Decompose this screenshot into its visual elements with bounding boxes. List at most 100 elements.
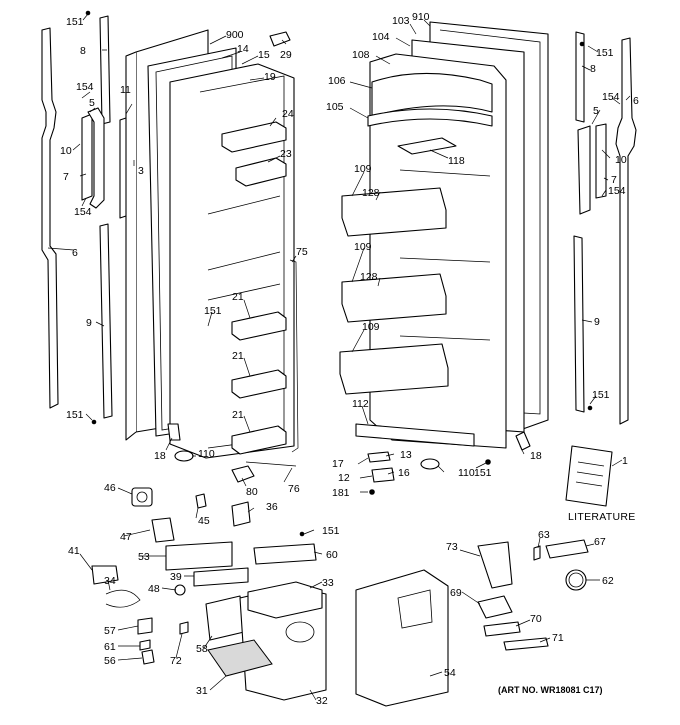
callout-label: 19	[264, 71, 276, 83]
bracket-60	[253, 543, 317, 565]
callout-label: 72	[170, 655, 182, 667]
left-trim-strip-lower	[99, 223, 113, 419]
right-cabinet-trim-strip	[615, 37, 637, 425]
left-handle-bracket	[81, 113, 93, 201]
callout-label: 56	[104, 655, 116, 667]
callout-label: 105	[326, 101, 344, 113]
callout-label: 70	[530, 613, 542, 625]
chute-73	[477, 541, 513, 589]
callout-label: 181	[332, 487, 350, 499]
screw-151-top-right	[579, 41, 585, 47]
callout-label: 54	[444, 667, 456, 679]
clip-13	[367, 451, 391, 463]
shelf-118	[397, 137, 457, 155]
callout-label: 61	[104, 641, 116, 653]
callout-label: 128	[360, 271, 378, 283]
door-cam-110-left	[174, 450, 194, 462]
knob-56	[141, 649, 155, 665]
callout-label: 8	[590, 63, 596, 75]
callout-label: 10	[615, 154, 627, 166]
lever-71	[503, 637, 549, 651]
switch-46	[131, 487, 153, 507]
door-flap-69	[477, 595, 513, 619]
dispenser-parts-group	[91, 487, 327, 701]
screw-151-top-left	[85, 10, 91, 16]
dairy-compartment-106	[371, 72, 493, 117]
callout-label: 154	[76, 81, 94, 93]
callout-label: 8	[80, 45, 86, 57]
callout-label: 48	[148, 583, 160, 595]
callout-label: 21	[232, 350, 244, 362]
callout-label: 36	[266, 501, 278, 513]
callout-label: 109	[354, 241, 372, 253]
freezer-shelf-21-lower	[231, 425, 287, 455]
clip-45	[195, 493, 207, 509]
clip-72	[179, 621, 189, 635]
callout-label: 110	[198, 448, 215, 460]
fresh-food-door-stop-18	[515, 431, 531, 451]
freezer-shelf-21-upper	[231, 311, 287, 341]
left-handle	[87, 107, 105, 209]
bulb-48	[174, 584, 186, 596]
spring-63	[533, 545, 541, 561]
screw-181	[369, 489, 375, 495]
callout-label: 112	[352, 398, 369, 410]
literature-booklet: LITERATURE	[565, 445, 636, 523]
hinge-16	[371, 467, 395, 483]
door-bin-109-middle	[341, 273, 447, 323]
right-door-trim-group	[573, 31, 637, 425]
callout-label: 151	[596, 47, 614, 59]
callout-label: 46	[104, 482, 116, 494]
callout-label: 15	[258, 49, 270, 61]
door-bin-109-upper	[341, 187, 447, 237]
callout-label: 6	[72, 247, 78, 259]
right-handle-bracket	[595, 123, 607, 199]
callout-label: 32	[316, 695, 328, 707]
wire-harness-34	[105, 589, 141, 608]
callout-label: 151	[474, 467, 492, 479]
door-cam-110-right	[420, 458, 440, 470]
callout-label: 151	[66, 16, 84, 28]
callout-label: 10	[60, 145, 72, 157]
literature-icon	[565, 445, 613, 507]
linkage-70	[483, 621, 521, 637]
callout-label: 12	[338, 472, 350, 484]
drip-tray-31	[207, 639, 273, 677]
callout-label: 128	[362, 187, 380, 199]
callout-label: 110	[458, 467, 475, 479]
wire-76	[245, 461, 297, 467]
spring-61	[139, 639, 151, 651]
callout-label: 151	[66, 409, 84, 421]
actuator-36	[231, 501, 251, 527]
freezer-shelf-24	[221, 121, 287, 153]
callout-label: 108	[352, 49, 370, 61]
callout-label: 18	[154, 450, 166, 462]
callout-label: 24	[282, 108, 294, 120]
callout-label: 71	[552, 632, 564, 644]
callout-label: 63	[538, 529, 550, 541]
cover-58	[205, 595, 245, 641]
callout-label: 5	[593, 105, 599, 117]
callout-label: 154	[74, 206, 92, 218]
callout-label: 18	[530, 450, 542, 462]
callout-label: 11	[120, 84, 131, 96]
left-trim-strip-upper	[99, 15, 111, 125]
callout-label: 57	[104, 625, 116, 637]
ice-dispenser-parts-group	[355, 539, 589, 707]
screw-151-bottom-left	[91, 419, 97, 425]
literature-label: LITERATURE	[568, 511, 636, 523]
right-trim-strip-lower	[573, 235, 585, 413]
callout-label: 21	[232, 409, 244, 421]
callout-label: 73	[446, 541, 458, 553]
callout-label: 62	[602, 575, 614, 587]
callout-label: 34	[104, 575, 116, 587]
callout-label: 151	[592, 389, 610, 401]
screw-151-dispenser	[299, 531, 305, 537]
callout-label: 41	[68, 545, 80, 557]
switch-47	[151, 517, 175, 543]
callout-label: 9	[86, 317, 92, 329]
callout-label: 76	[288, 483, 300, 495]
door-rail-112	[355, 423, 475, 447]
callout-label: 69	[450, 587, 462, 599]
